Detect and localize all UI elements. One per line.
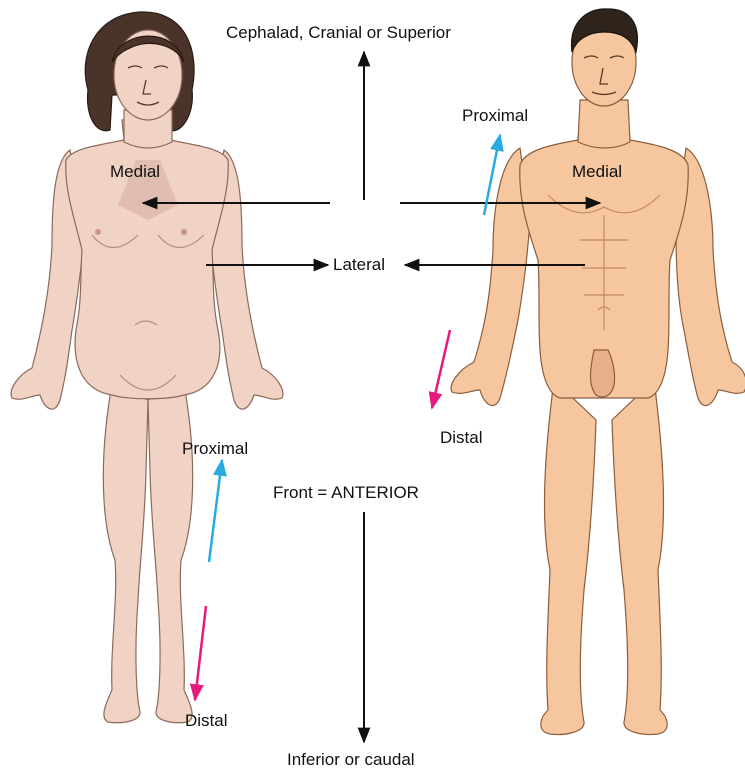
proximal-arrow-left bbox=[209, 460, 222, 562]
inferior-label: Inferior or caudal bbox=[287, 750, 415, 770]
female-right-leg bbox=[148, 385, 193, 723]
male-right-leg bbox=[612, 380, 667, 735]
female-left-leg bbox=[103, 385, 148, 723]
lateral-label: Lateral bbox=[333, 255, 385, 275]
male-genitals bbox=[591, 350, 615, 397]
male-neck bbox=[578, 100, 630, 148]
medial-label-left: Medial bbox=[110, 162, 160, 182]
male-left-leg bbox=[541, 380, 596, 735]
distal-label-left: Distal bbox=[185, 711, 228, 731]
female-figure bbox=[11, 12, 283, 723]
distal-arrow-left bbox=[195, 606, 206, 700]
proximal-label-left: Proximal bbox=[182, 439, 248, 459]
superior-label: Cephalad, Cranial or Superior bbox=[226, 23, 451, 43]
proximal-label-right: Proximal bbox=[462, 106, 528, 126]
distal-arrow-right bbox=[432, 330, 450, 408]
front-anterior-label: Front = ANTERIOR bbox=[273, 483, 419, 503]
distal-label-right: Distal bbox=[440, 428, 483, 448]
medial-label-right: Medial bbox=[572, 162, 622, 182]
